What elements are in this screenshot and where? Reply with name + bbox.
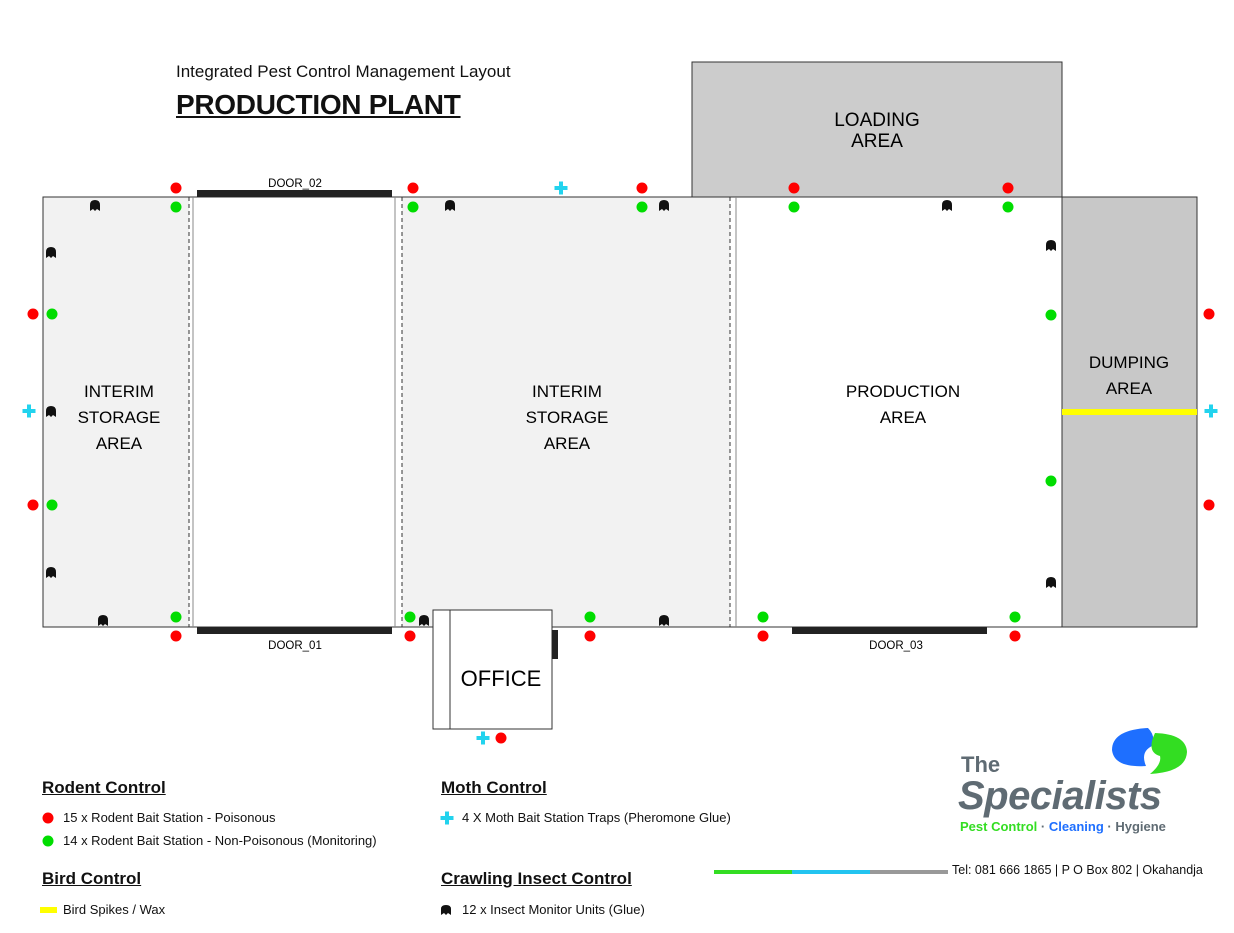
page-title: PRODUCTION PLANT — [176, 89, 461, 120]
green-dot-icon — [42, 835, 54, 847]
loading-area — [691, 61, 1063, 198]
rodent-bait-poisonous-marker — [1009, 630, 1021, 642]
insect-monitor-marker — [98, 615, 108, 626]
office-door — [552, 630, 558, 659]
legend-moth-heading: Moth Control — [441, 778, 547, 797]
rodent-bait-poisonous-marker — [788, 182, 800, 194]
insect-monitor-marker — [1046, 240, 1056, 251]
door-03-label: DOOR_03 — [869, 640, 923, 652]
legend-bird-heading: Bird Control — [42, 869, 142, 888]
office-label: OFFICE — [461, 666, 542, 691]
legend-bird-item: Bird Spikes / Wax — [63, 902, 166, 917]
rodent-bait-poisonous-marker — [27, 499, 39, 511]
company-logo-mark — [1112, 728, 1187, 774]
rodent-bait-poisonous-marker — [757, 630, 769, 642]
legend-rodent-heading: Rodent Control — [42, 778, 166, 797]
red-dot-icon — [42, 812, 54, 824]
dumping-area-label-1: DUMPING — [1089, 353, 1169, 372]
door-01 — [197, 627, 392, 634]
moth-trap-marker — [476, 731, 490, 745]
loading-area-label-1: LOADING — [834, 110, 920, 131]
insect-monitor-icon — [441, 905, 451, 915]
rodent-bait-monitoring-marker — [46, 499, 58, 511]
moth-trap-marker — [554, 181, 568, 195]
interim-storage-center — [402, 197, 730, 627]
legend-rodent-monitoring: 14 x Rodent Bait Station - Non-Poisonous… — [63, 833, 377, 848]
door-02-label: DOOR_02 — [268, 178, 322, 190]
door-01-label: DOOR_01 — [268, 640, 322, 652]
door-02 — [197, 190, 392, 197]
interim-center-label-2: STORAGE — [526, 408, 609, 427]
insect-monitor-marker — [46, 567, 56, 578]
rodent-bait-monitoring-marker — [636, 201, 648, 213]
cross-icon — [440, 811, 454, 825]
rodent-bait-poisonous-marker — [404, 630, 416, 642]
rodent-bait-monitoring-marker — [46, 308, 58, 320]
rodent-bait-poisonous-marker — [170, 182, 182, 194]
rodent-bait-monitoring-marker — [404, 611, 416, 623]
tagline-hygiene: Hygiene — [1115, 819, 1166, 834]
production-label-1: PRODUCTION — [846, 382, 960, 401]
company-contact: Tel: 081 666 1865 | P O Box 802 | Okahan… — [952, 863, 1203, 877]
rodent-bait-monitoring-marker — [1002, 201, 1014, 213]
yellow-bar-icon — [40, 907, 57, 913]
dumping-area-label-2: AREA — [1106, 379, 1153, 398]
legend-crawling-item: 12 x Insect Monitor Units (Glue) — [462, 902, 645, 917]
insect-monitor-marker — [942, 200, 952, 211]
insect-monitor-marker — [46, 247, 56, 258]
rodent-bait-monitoring-marker — [1009, 611, 1021, 623]
loading-area-label-2: AREA — [851, 131, 903, 152]
company-logo-name: Specialists — [958, 774, 1162, 818]
rodent-bait-poisonous-marker — [636, 182, 648, 194]
legend-crawling-heading: Crawling Insect Control — [441, 869, 632, 888]
interim-left-label-3: AREA — [96, 434, 143, 453]
insect-monitor-marker — [90, 200, 100, 211]
legend-rodent-poisonous: 15 x Rodent Bait Station - Poisonous — [63, 810, 276, 825]
insect-monitor-marker — [419, 615, 429, 626]
company-tagline: Pest Control · Cleaning · Hygiene — [960, 819, 1166, 834]
rodent-bait-poisonous-marker — [27, 308, 39, 320]
rodent-bait-monitoring-marker — [407, 201, 419, 213]
legend-moth-item: 4 X Moth Bait Station Traps (Pheromone G… — [462, 810, 731, 825]
insect-monitor-marker — [659, 200, 669, 211]
moth-trap-marker — [1204, 404, 1218, 418]
rodent-bait-monitoring-marker — [170, 201, 182, 213]
layout-subtitle: Integrated Pest Control Management Layou… — [176, 62, 511, 81]
interim-storage-left — [43, 197, 189, 627]
production-label-2: AREA — [880, 408, 927, 427]
rodent-bait-monitoring-marker — [584, 611, 596, 623]
interim-center-label-1: INTERIM — [532, 382, 602, 401]
rodent-bait-poisonous-marker — [407, 182, 419, 194]
insect-monitor-marker — [46, 406, 56, 417]
rodent-bait-monitoring-marker — [170, 611, 182, 623]
rodent-bait-poisonous-marker — [170, 630, 182, 642]
insect-monitor-marker — [659, 615, 669, 626]
insect-monitor-marker — [445, 200, 455, 211]
company-logo-the: The — [961, 752, 1001, 777]
rodent-bait-poisonous-marker — [1203, 499, 1215, 511]
rodent-bait-monitoring-marker — [1045, 309, 1057, 321]
rodent-bait-monitoring-marker — [757, 611, 769, 623]
office-outer — [432, 609, 553, 730]
tagline-pest: Pest Control — [960, 819, 1038, 834]
interim-left-label-1: INTERIM — [84, 382, 154, 401]
rodent-bait-poisonous-marker — [1002, 182, 1014, 194]
insect-monitor-marker — [1046, 577, 1056, 588]
rodent-bait-monitoring-marker — [1045, 475, 1057, 487]
interim-left-label-2: STORAGE — [78, 408, 161, 427]
rodent-bait-poisonous-marker — [1203, 308, 1215, 320]
rodent-bait-poisonous-marker — [495, 732, 507, 744]
moth-trap-marker — [22, 404, 36, 418]
tagline-cleaning: Cleaning — [1048, 819, 1104, 834]
rodent-bait-monitoring-marker — [788, 201, 800, 213]
interim-center-label-3: AREA — [544, 434, 591, 453]
door-03 — [792, 627, 987, 634]
rodent-bait-poisonous-marker — [584, 630, 596, 642]
